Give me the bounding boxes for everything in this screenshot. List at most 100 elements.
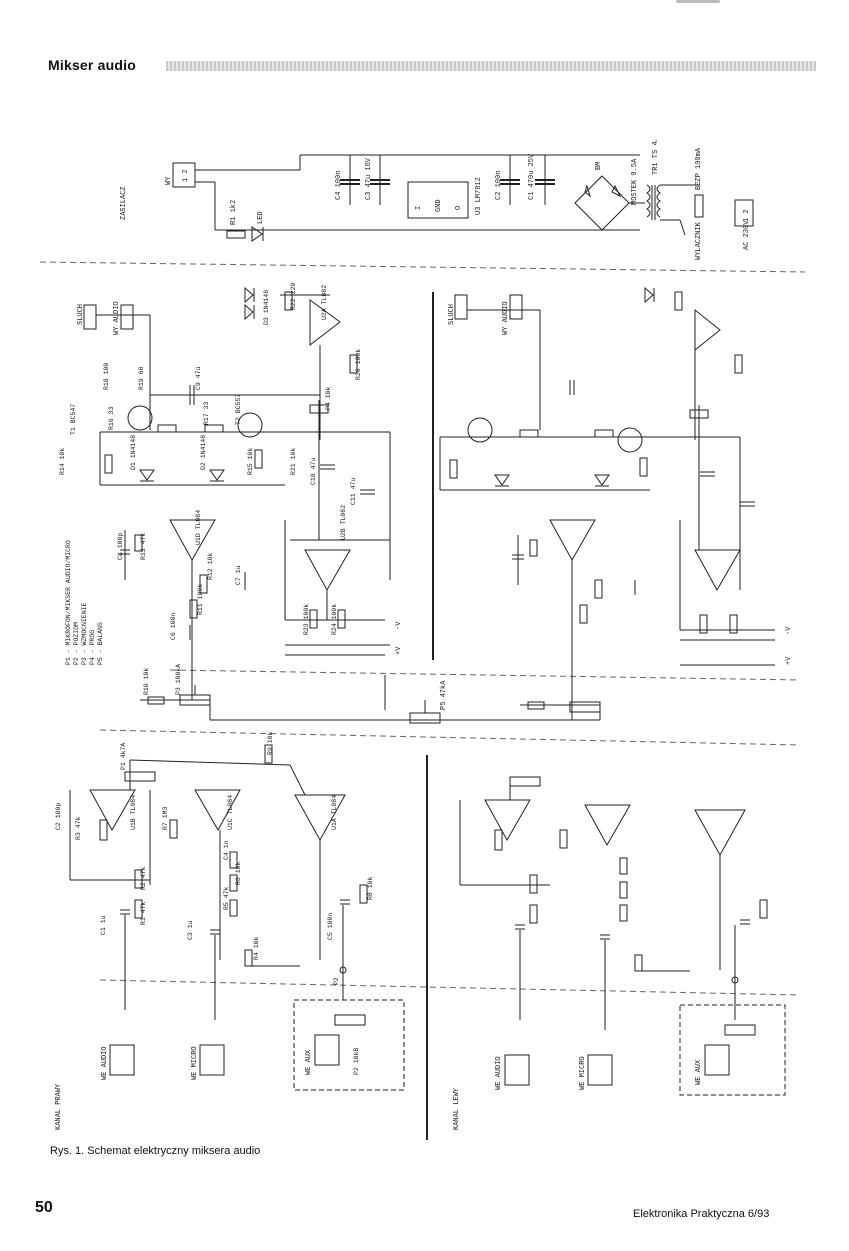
rail-minus-label: -V <box>395 621 403 630</box>
part-label: R3 47k <box>75 816 82 840</box>
left-out-audio: WY AUDIO <box>502 301 510 335</box>
power-ac-pins: 1 2 <box>743 209 751 222</box>
part-label: C11 47u <box>350 478 357 505</box>
section-header: Mikser audio <box>48 56 816 74</box>
power-reg-pin-o: O <box>455 206 463 210</box>
power-c4-label: C4 100n <box>335 171 343 200</box>
channel-left-label: KANAL LEWY <box>453 1087 461 1130</box>
legend-p4: P4 - PROG <box>89 630 96 665</box>
rail-minus-label-left: -V <box>785 626 793 635</box>
part-label: R17 33 <box>203 401 210 425</box>
mixer-schematic: ZASILACZ WY 1 2 R1 1k2 LED C4 100n C3 47… <box>40 140 806 1140</box>
part-label: R15 10k <box>247 448 254 475</box>
part-label: U1D TL084 <box>195 510 202 545</box>
part-label: U1C TL084 <box>227 795 234 830</box>
part-label: R20 100k <box>355 349 362 380</box>
power-bm-label: BM <box>595 162 603 170</box>
part-label: C7 1u <box>235 565 242 585</box>
part-label: R4 10k <box>253 936 260 960</box>
part-label: P2 10kB <box>353 1048 360 1075</box>
legend-p5: P5 - BALANS <box>97 622 104 665</box>
journal-issue: Elektronika Praktyczna 6/93 <box>633 1208 770 1220</box>
rail-plus-label: +V <box>395 646 403 655</box>
part-label: P3 100kA <box>175 664 182 695</box>
part-label: C1 1u <box>100 915 107 935</box>
power-connector-pins: 1 2 <box>182 169 190 182</box>
power-c3-label: C3 47u 16V <box>365 157 373 200</box>
power-connector-label: WY <box>165 176 173 185</box>
part-label: R23 100k <box>303 604 310 635</box>
right-out-audio: WY AUDIO <box>113 301 121 335</box>
part-label: C5 100n <box>327 913 334 940</box>
power-ac-label: AC 230V <box>743 220 751 250</box>
channel-right-label: KANAL PRAWY <box>55 1083 63 1130</box>
part-label: C8 100p <box>117 533 124 560</box>
part-label: R22 220 <box>290 283 297 310</box>
part-label: C10 47u <box>310 458 317 485</box>
figure-caption: Rys. 1. Schemat elektryczny miksera audi… <box>50 1145 261 1157</box>
part-label: C6 100n <box>170 613 177 640</box>
left-in-aux: WE AUX <box>695 1059 703 1085</box>
part-label: R13 47k <box>140 533 147 560</box>
part-label: R1 47k <box>140 901 147 925</box>
part-label: D2 1N4148 <box>200 435 207 470</box>
part-label: R18 100 <box>103 363 110 390</box>
power-reg-pin-i: I <box>415 206 423 210</box>
rail-plus-label-left: +V <box>785 656 793 665</box>
left-in-audio: WE AUDIO <box>495 1056 503 1090</box>
left-in-micro: WE MICRO <box>579 1056 587 1090</box>
part-label: T2 BC557 <box>235 394 242 425</box>
part-label: T1 BC547 <box>70 404 77 435</box>
part-label: U1A TL084 <box>331 795 338 830</box>
part-label: R21 10k <box>290 448 297 475</box>
part-label: U2B TL082 <box>340 505 347 540</box>
legend-p2: P2 - POZIOM <box>73 622 80 665</box>
part-label: R16 33 <box>108 406 115 430</box>
legend-p3: P3 - WZMOCNIENIE <box>81 602 88 665</box>
power-r1-label: R1 1k2 <box>230 200 238 225</box>
balance-pot-label: P5 47kA <box>440 680 448 710</box>
power-label: ZASILACZ <box>120 186 128 220</box>
part-label: C2 100p <box>55 803 62 830</box>
power-c1-label: C1 470u 25V <box>528 153 536 200</box>
right-in-aux: WE AUX <box>305 1049 313 1075</box>
page-number: 50 <box>35 1199 53 1216</box>
left-out-sluch: SLUCH <box>448 304 456 325</box>
power-c2-label: C2 100n <box>495 171 503 200</box>
part-label: P2 <box>333 977 340 985</box>
power-bridge-label: MOSTEK 0.5A <box>631 158 639 205</box>
part-label: R7 1M3 <box>162 806 169 830</box>
power-led-label: LED <box>257 211 265 224</box>
part-label: C4 1n <box>223 840 230 860</box>
section-title-bar <box>166 61 816 71</box>
right-out-sluch: SLUCH <box>77 304 85 325</box>
section-title: Mikser audio <box>48 57 136 73</box>
part-label: R19 68 <box>138 366 145 390</box>
part-label: R14 10k <box>59 448 66 475</box>
right-in-micro: WE MICRO <box>191 1046 199 1080</box>
part-label: P1 4k7A <box>120 743 127 770</box>
part-label: C9 47u <box>195 366 202 390</box>
part-label: D3 1N4148 <box>263 290 270 325</box>
part-label: P4 10k <box>325 386 332 410</box>
magazine-edge-mark <box>676 0 720 3</box>
power-fuse-label: BEZP 100mA <box>695 147 703 190</box>
part-label: R12 10k <box>207 553 214 580</box>
part-label: R11 100k <box>197 584 204 615</box>
part-label: R8 10k <box>367 876 374 900</box>
part-label: U1B TL084 <box>130 795 137 830</box>
part-label: D1 1N4148 <box>130 435 137 470</box>
power-switch-label: WYLACZNIK <box>695 221 703 260</box>
power-reg-pin-gnd: GND <box>435 199 443 212</box>
power-u3-label: U3 LM7812 <box>475 177 483 215</box>
right-in-audio: WE AUDIO <box>101 1046 109 1080</box>
part-label: R10 10k <box>143 668 150 695</box>
part-label: R2 47k <box>140 866 147 890</box>
power-tr1-label: TR1 TS 4/14 <box>652 140 660 175</box>
part-label: U2A TL082 <box>321 285 328 320</box>
part-label: R5 47k <box>223 886 230 910</box>
part-label: R24 100k <box>331 604 338 635</box>
part-label: R9 10k <box>267 731 274 755</box>
legend-p1: P1 - MIKROFON/MIKSER AUDIO/MICRO <box>65 540 72 665</box>
part-label: R6 10k <box>235 861 242 885</box>
